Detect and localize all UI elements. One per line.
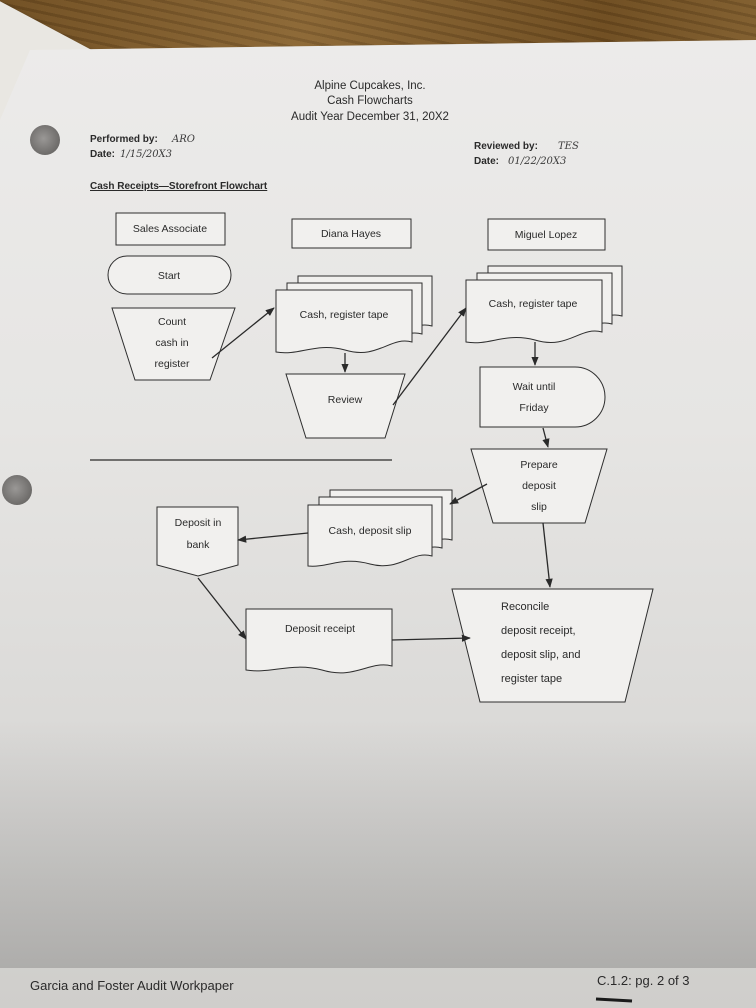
arrow-prepare-to-reconcile xyxy=(542,522,553,588)
arrow-prepare-to-deposit-slip xyxy=(449,483,488,505)
reviewed-by-label: Reviewed by: xyxy=(474,141,538,152)
start-label: Start xyxy=(158,270,180,282)
prepare-line-2: deposit xyxy=(522,480,556,492)
miguel-multi-document xyxy=(465,265,623,344)
arrow-receipt-to-reconcile xyxy=(391,634,471,642)
performed-by-label: Performed by: xyxy=(90,134,158,145)
column-sales-associate-label: Sales Associate xyxy=(133,223,207,235)
wait-line-2: Friday xyxy=(519,402,549,414)
deposit-slip-multi-document xyxy=(307,489,453,567)
doc-title: Cash Flowcharts xyxy=(327,95,413,107)
column-diana-hayes xyxy=(291,218,412,249)
footer-underline-mark xyxy=(595,997,633,1003)
count-line-3: register xyxy=(154,358,190,370)
footer-left: Garcia and Foster Audit Workpaper xyxy=(30,978,234,993)
reconcile-operation xyxy=(451,588,654,703)
performed-by-value: ARO xyxy=(171,134,195,145)
review-label: Review xyxy=(328,394,363,406)
deposit-bank-line-1: Deposit in xyxy=(175,517,222,529)
miguel-document-label: Cash, register tape xyxy=(489,298,578,310)
company-name: Alpine Cupcakes, Inc. xyxy=(314,80,425,92)
deposit-receipt-document xyxy=(245,608,393,674)
prepare-deposit-operation xyxy=(470,448,608,524)
arrow-bank-to-receipt xyxy=(197,577,247,640)
deposit-bank-line-2: bank xyxy=(187,539,211,551)
section-title: Cash Receipts—Storefront Flowchart xyxy=(90,181,268,192)
binder-hole-middle xyxy=(2,475,32,505)
prepare-line-1: Prepare xyxy=(520,459,558,471)
reconcile-line-3: deposit slip, and xyxy=(501,649,581,661)
diana-document-label: Cash, register tape xyxy=(300,309,389,321)
reviewed-date-label: Date: xyxy=(474,156,499,167)
audit-year: Audit Year December 31, 20X2 xyxy=(291,111,449,123)
count-cash-operation xyxy=(111,307,236,381)
arrow-count-to-diana-doc xyxy=(211,307,275,359)
binder-hole-top xyxy=(30,125,60,155)
arrow-review-to-miguel-doc xyxy=(392,307,467,406)
start-terminator xyxy=(107,255,232,295)
deposit-slip-label: Cash, deposit slip xyxy=(329,525,412,537)
column-sales-associate xyxy=(115,212,226,246)
reconcile-line-2: deposit receipt, xyxy=(501,625,576,637)
diana-multi-document xyxy=(275,275,433,354)
page-shadow xyxy=(0,720,756,968)
count-line-2: cash in xyxy=(155,337,188,349)
deposit-receipt-label: Deposit receipt xyxy=(285,623,355,635)
reconcile-line-1: Reconcile xyxy=(501,601,549,613)
reviewed-by-value: TES xyxy=(558,141,579,152)
performed-date-label: Date: xyxy=(90,149,115,160)
arrow-wait-to-prepare xyxy=(542,427,550,448)
arrow-deposit-slip-to-bank xyxy=(237,532,309,543)
reconcile-line-4: register tape xyxy=(501,673,562,685)
wait-delay xyxy=(479,366,606,428)
footer-right: C.1.2: pg. 2 of 3 xyxy=(597,973,690,988)
column-miguel-label: Miguel Lopez xyxy=(515,229,577,241)
review-operation xyxy=(285,373,406,439)
column-miguel-lopez xyxy=(487,218,606,251)
reviewed-date-value: 01/22/20X3 xyxy=(508,156,566,167)
prepare-line-3: slip xyxy=(531,501,547,513)
wait-line-1: Wait until xyxy=(513,381,556,393)
deposit-in-bank xyxy=(156,506,239,577)
performed-date-value: 1/15/20X3 xyxy=(120,149,172,160)
count-line-1: Count xyxy=(158,316,186,328)
column-diana-label: Diana Hayes xyxy=(321,228,381,240)
